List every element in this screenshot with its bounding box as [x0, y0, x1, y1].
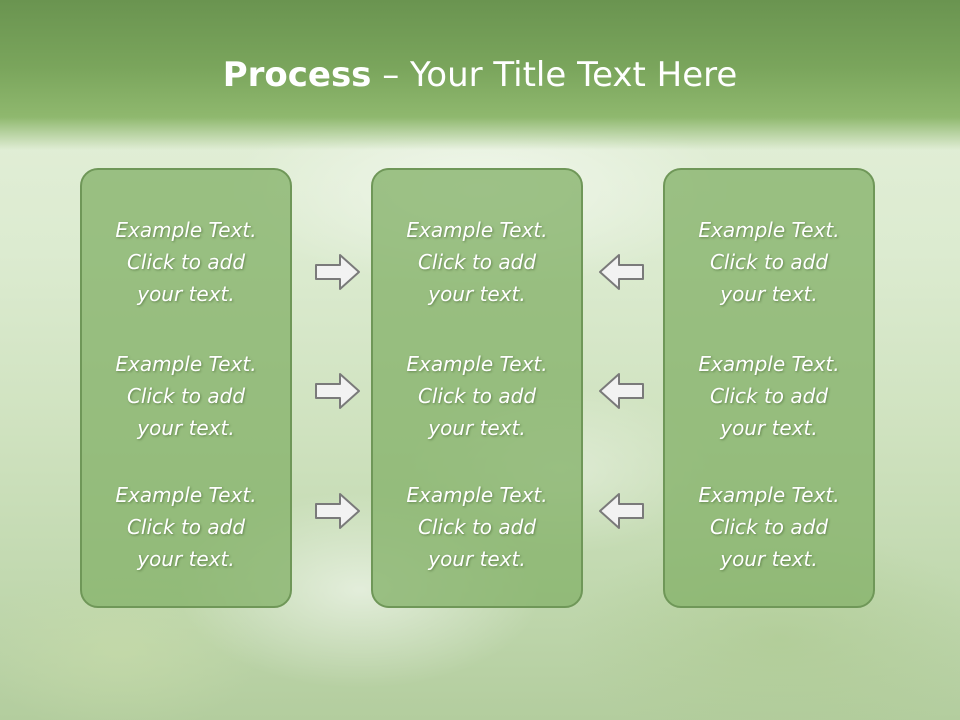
text-line: your text.	[137, 282, 235, 306]
title-rest: – Your Title Text Here	[371, 55, 738, 95]
text-block[interactable]: Example Text. Click to add your text.	[373, 348, 581, 444]
text-block[interactable]: Example Text. Click to add your text.	[665, 348, 873, 444]
panel-left[interactable]: Example Text. Click to add your text. Ex…	[80, 168, 292, 608]
text-block[interactable]: Example Text. Click to add your text.	[373, 214, 581, 310]
text-line: your text.	[428, 282, 526, 306]
text-line: Click to add	[417, 384, 537, 408]
text-block[interactable]: Example Text. Click to add your text.	[82, 348, 290, 444]
text-line: Example Text.	[406, 352, 548, 376]
panel-right[interactable]: Example Text. Click to add your text. Ex…	[663, 168, 875, 608]
text-block[interactable]: Example Text. Click to add your text.	[82, 479, 290, 575]
text-line: Example Text.	[698, 352, 840, 376]
text-line: Example Text.	[115, 483, 257, 507]
right-arrow-icon	[314, 252, 362, 292]
text-block[interactable]: Example Text. Click to add your text.	[373, 479, 581, 575]
left-arrow-icon	[597, 252, 645, 292]
text-line: Click to add	[126, 384, 246, 408]
text-line: your text.	[720, 416, 818, 440]
text-line: Click to add	[709, 250, 829, 274]
text-line: Example Text.	[406, 218, 548, 242]
slide-title[interactable]: Process – Your Title Text Here	[0, 52, 960, 98]
title-bold: Process	[222, 55, 372, 95]
text-line: your text.	[137, 416, 235, 440]
text-line: your text.	[137, 547, 235, 571]
panel-center[interactable]: Example Text. Click to add your text. Ex…	[371, 168, 583, 608]
text-block[interactable]: Example Text. Click to add your text.	[665, 214, 873, 310]
text-line: Click to add	[709, 515, 829, 539]
right-arrow-icon	[314, 491, 362, 531]
text-line: Click to add	[126, 250, 246, 274]
text-line: your text.	[720, 282, 818, 306]
text-line: Example Text.	[406, 483, 548, 507]
right-arrow-icon	[314, 371, 362, 411]
text-line: Click to add	[417, 515, 537, 539]
title-bar	[0, 0, 960, 150]
text-line: Example Text.	[698, 483, 840, 507]
text-block[interactable]: Example Text. Click to add your text.	[665, 479, 873, 575]
text-block[interactable]: Example Text. Click to add your text.	[82, 214, 290, 310]
left-arrow-icon	[597, 371, 645, 411]
text-line: Click to add	[709, 384, 829, 408]
text-line: your text.	[428, 547, 526, 571]
text-line: Click to add	[417, 250, 537, 274]
text-line: Click to add	[126, 515, 246, 539]
text-line: Example Text.	[115, 352, 257, 376]
text-line: your text.	[428, 416, 526, 440]
left-arrow-icon	[597, 491, 645, 531]
text-line: your text.	[720, 547, 818, 571]
text-line: Example Text.	[115, 218, 257, 242]
text-line: Example Text.	[698, 218, 840, 242]
